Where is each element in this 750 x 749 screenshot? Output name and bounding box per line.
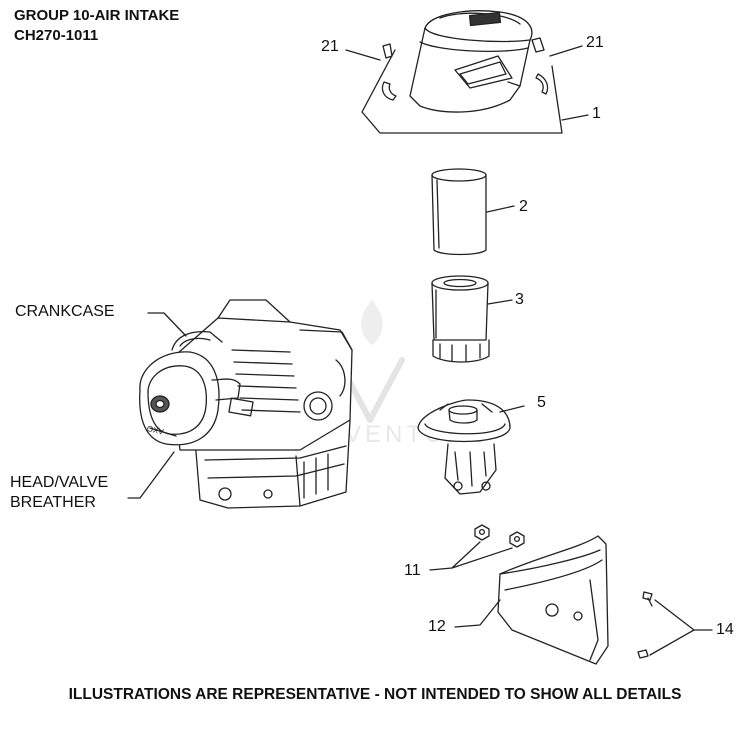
leader-12 — [454, 599, 501, 628]
leader-head-valve — [127, 451, 175, 499]
callout-14: 14 — [716, 621, 734, 638]
svg-text:OXV: OXV — [146, 424, 165, 437]
leader-21-left — [345, 49, 381, 61]
callout-2: 2 — [519, 198, 528, 215]
air-cleaner-cover — [409, 10, 533, 113]
label-crankcase: CRANKCASE — [15, 303, 115, 320]
hex-nut-b — [509, 531, 525, 548]
leader-21-right — [549, 45, 583, 57]
callout-21-right: 21 — [586, 34, 604, 51]
callout-5: 5 — [537, 394, 546, 411]
leader-1 — [561, 114, 589, 121]
group-bracket — [361, 49, 563, 134]
clip-21-left — [381, 43, 397, 101]
disclaimer-footer: ILLUSTRATIONS ARE REPRESENTATIVE - NOT I… — [68, 686, 682, 703]
label-head-valve-line1: HEAD/VALVE — [10, 474, 109, 491]
leader-crankcase — [147, 312, 187, 337]
leader-14 — [649, 599, 713, 656]
callout-12: 12 — [428, 618, 446, 635]
screw-a — [642, 591, 653, 607]
callout-1: 1 — [592, 105, 601, 122]
screw-b — [637, 649, 649, 659]
leader-2 — [486, 205, 515, 213]
leader-3 — [487, 299, 513, 305]
air-filter-element — [431, 275, 490, 363]
model-number: CH270-1011 — [14, 27, 99, 44]
precleaner-sleeve — [431, 168, 487, 256]
engine-assembly: OXV — [139, 299, 353, 509]
hex-nut-a — [474, 524, 490, 541]
callout-21-left: 21 — [321, 38, 339, 55]
guard-plate — [497, 535, 609, 665]
clip-21-right — [531, 37, 549, 95]
label-head-valve-line2: BREATHER — [10, 494, 96, 511]
callout-3: 3 — [515, 291, 524, 308]
air-cleaner-base — [417, 399, 511, 495]
group-title: GROUP 10-AIR INTAKE — [14, 7, 180, 24]
leader-11 — [429, 541, 513, 571]
leader-5 — [499, 405, 525, 413]
callout-11: 11 — [404, 562, 421, 579]
